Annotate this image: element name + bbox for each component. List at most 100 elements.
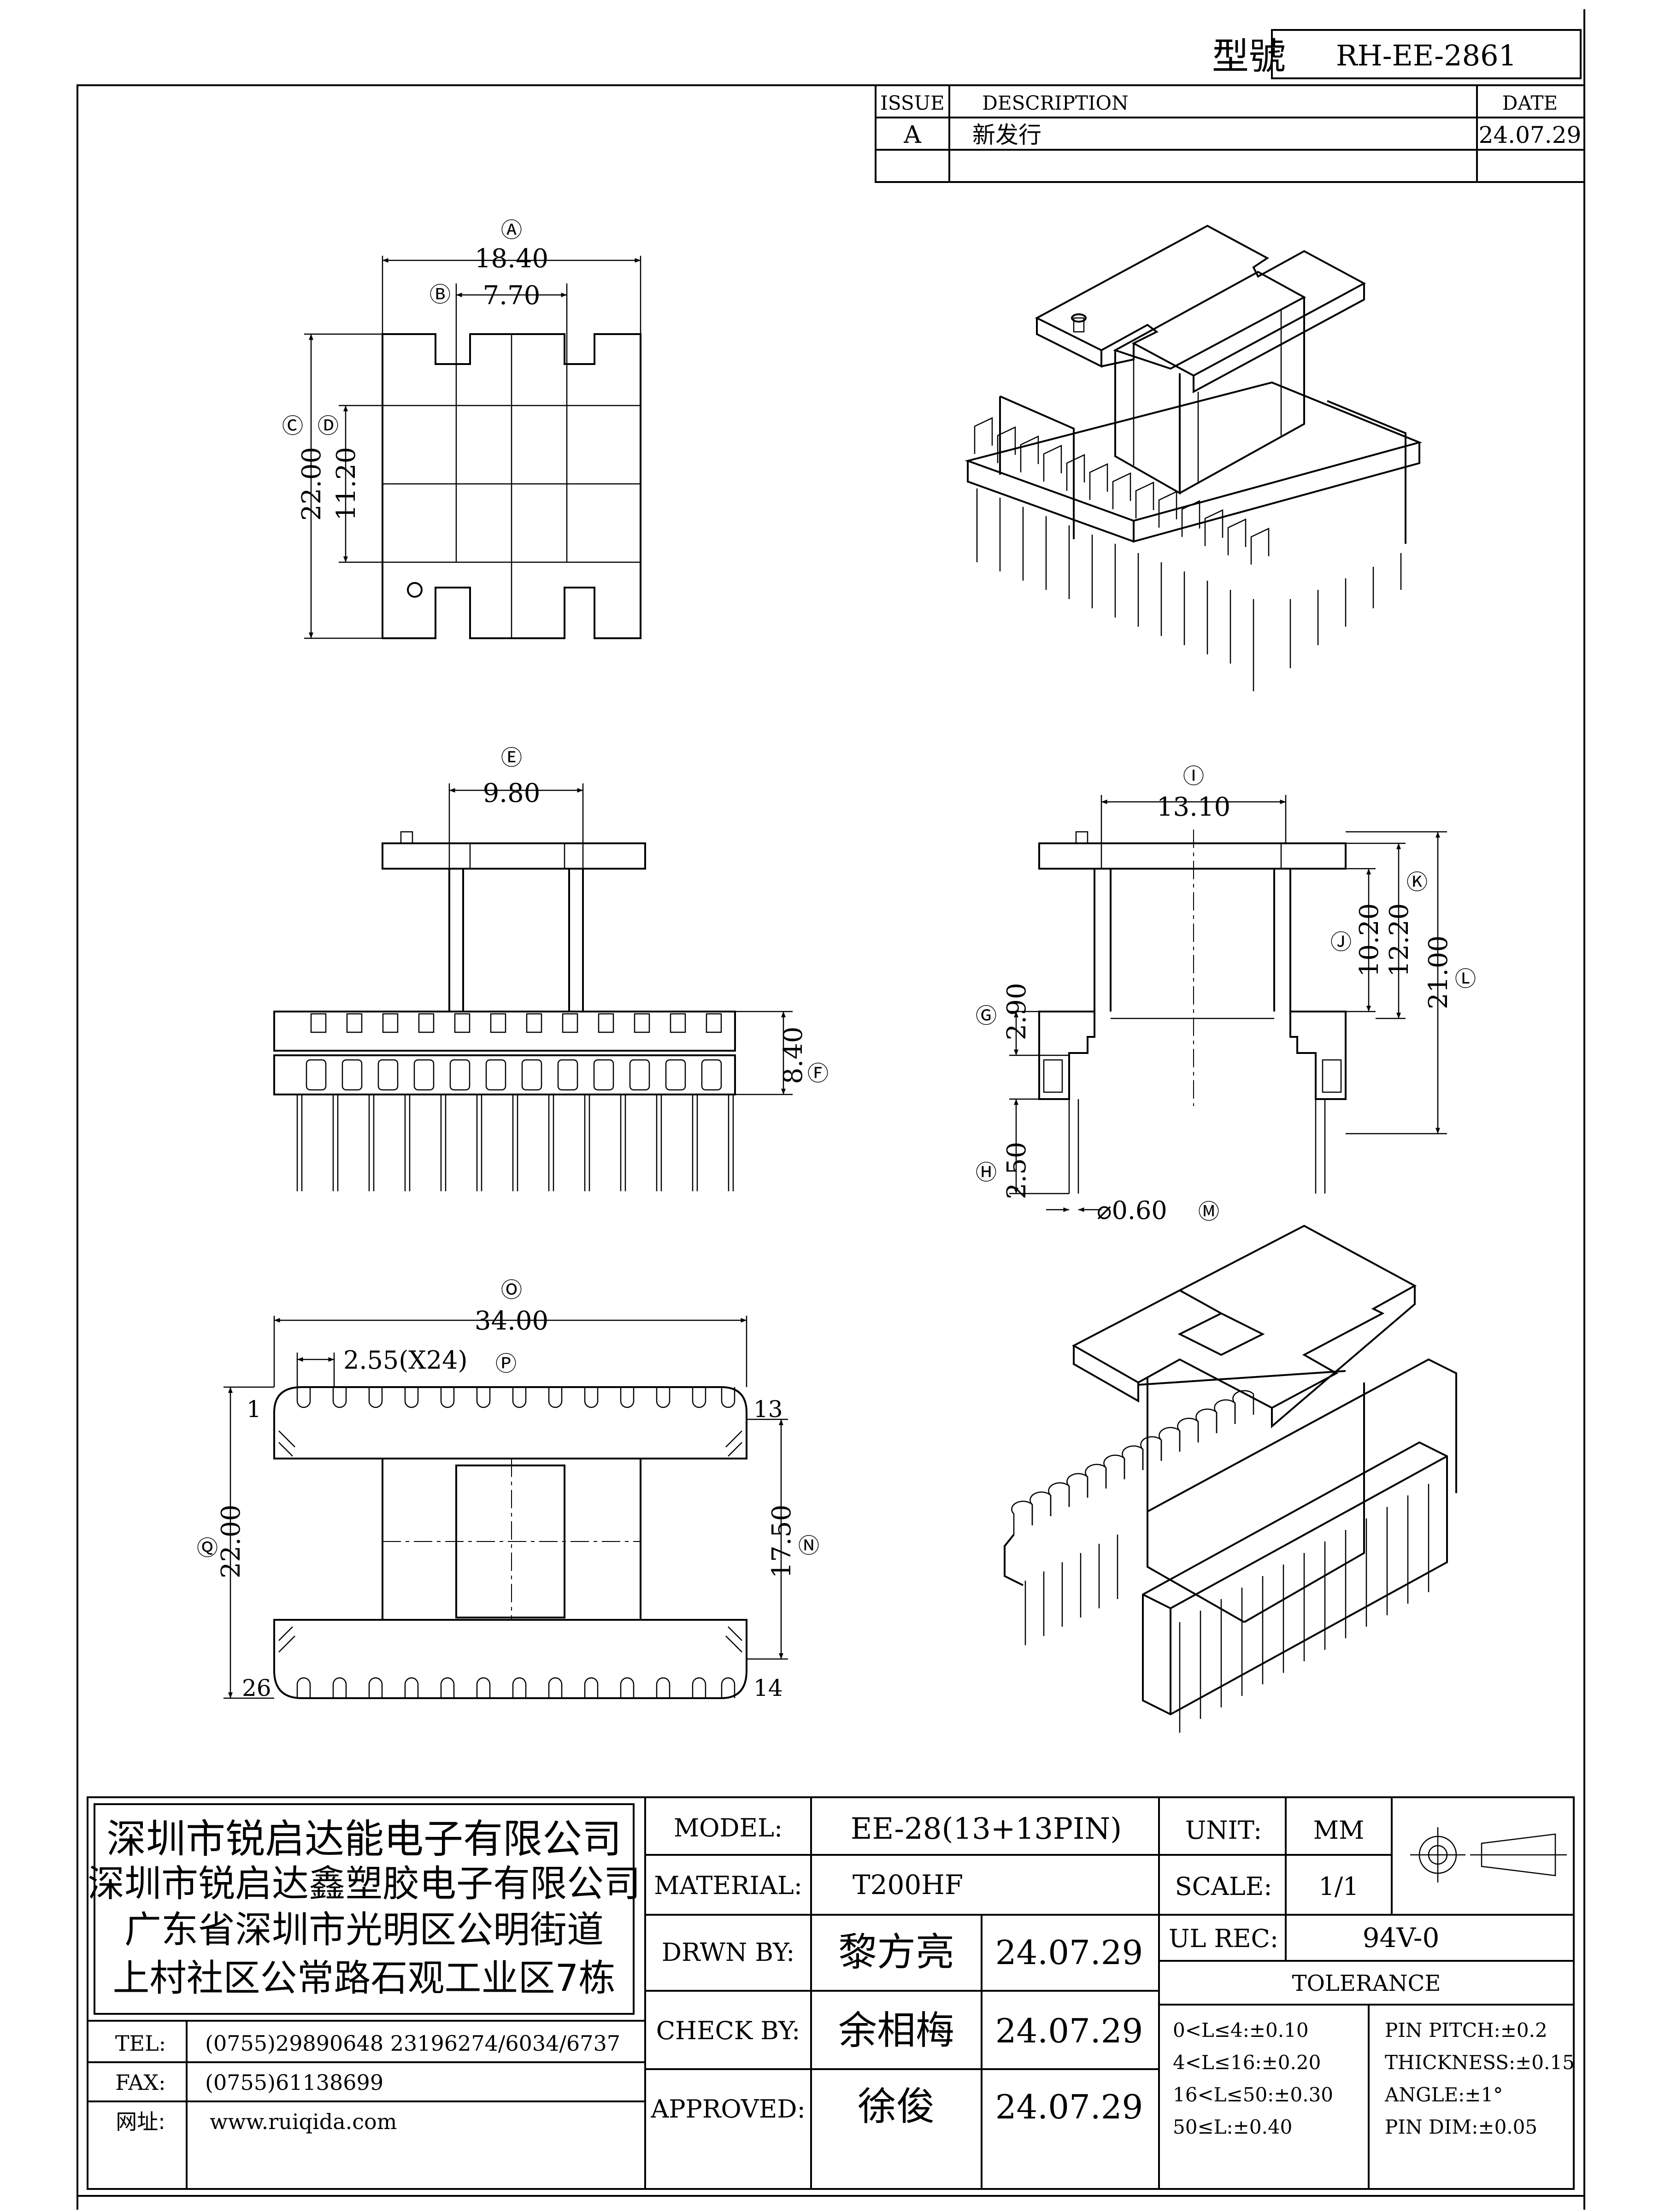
tolerance-right-4: PIN DIM:±0.05 [1385,2116,1537,2138]
approved-name: 徐俊 [858,2084,935,2129]
revision-col-description: DESCRIPTION [982,92,1129,114]
dim-n-value: 17.50 [767,1505,797,1578]
approved-label: APPROVED: [650,2094,806,2124]
dim-k-value: 12.20 [1384,903,1414,977]
header-model-label: 型號 [1212,35,1286,78]
ul-value: 94V-0 [1363,1922,1440,1953]
iso-top-pin-frames [974,417,1270,565]
model-label: MODEL: [674,1813,782,1842]
dim-j-value: 10.20 [1354,903,1384,977]
drawn-name: 黎方亮 [838,1930,954,1975]
fax-label: FAX: [115,2070,165,2095]
dim-d-tag: Ⓓ [318,413,339,438]
dim-p-tag: Ⓟ [495,1351,517,1376]
iso-bottom-pins [1024,1484,1430,1733]
dim-i-value: 13.10 [1157,792,1230,822]
material-label: MATERIAL: [654,1871,802,1900]
pin-label-1: 1 [247,1396,261,1423]
revision-row-description: 新发行 [972,122,1041,148]
unit-value: MM [1313,1816,1365,1845]
dim-e-tag: Ⓔ [501,745,522,770]
dim-p-value: 2.55(X24) [343,1346,468,1375]
dim-b-tag: Ⓑ [429,282,451,307]
tolerance-left-3: 16<L≤50:±0.30 [1173,2083,1333,2106]
revision-table: ISSUE DESCRIPTION DATE A 新发行 24.07.29 [875,84,1585,183]
tel-label: TEL: [115,2031,166,2056]
tolerance-right-3: ANGLE:±1° [1384,2083,1503,2106]
tolerance-left-1: 0<L≤4:±0.10 [1173,2019,1309,2041]
dim-a-tag: Ⓐ [501,218,522,242]
front-view [273,831,736,1191]
dim-i-tag: Ⓘ [1183,764,1204,788]
pin-label-26: 26 [242,1675,271,1701]
front-pins [296,1094,734,1191]
dim-j-tag: Ⓙ [1330,930,1352,954]
iso-bottom-teeth [1011,1390,1254,1535]
front-slots [306,1013,722,1091]
revision-col-date: DATE [1502,92,1558,114]
scale-value: 1/1 [1319,1872,1359,1901]
bottom-view [273,1386,747,1699]
dim-f-value: 8.40 [778,1027,808,1084]
isometric-view-bottom [1004,1224,1457,1733]
dim-l-value: 21.00 [1424,935,1453,1009]
dim-o-tag: Ⓞ [501,1277,522,1302]
fax-value: (0755)61138699 [205,2070,383,2095]
dim-a-value: 18.40 [475,244,548,274]
tolerance-left-2: 4<L≤16:±0.20 [1173,2051,1321,2074]
tolerance-title: TOLERANCE [1292,1971,1441,1996]
web-value: www.ruiqida.com [210,2109,397,2134]
model-value: EE-28(13+13PIN) [851,1812,1122,1846]
revision-row-date: 24.07.29 [1479,122,1582,148]
header-model: 型號 RH-EE-2861 [1212,29,1582,79]
bottom-view-pin-notches [296,1387,735,1698]
projection-symbol-icon [1410,1827,1567,1883]
dim-f-tag: Ⓕ [807,1061,829,1086]
web-label: 网址: [116,2109,165,2134]
pin-label-13: 13 [753,1396,783,1423]
company-name-1: 深圳市锐启达能电子有限公司 [106,1816,622,1862]
dim-q-tag: Ⓠ [197,1535,218,1560]
dim-n-tag: Ⓝ [798,1533,819,1558]
check-label: CHECK BY: [656,2016,800,2045]
company-address-2: 上村社区公常路石观工业区7栋 [113,1957,616,2000]
dimensions: Ⓐ 18.40 Ⓑ 7.70 Ⓒ 22.00 Ⓓ 11.20 Ⓔ 9.80 8.… [197,218,1476,1701]
sheet-frame [76,9,1585,2210]
pin-label-14: 14 [753,1675,783,1701]
dim-c-tag: Ⓒ [282,413,303,438]
dim-e-value: 9.80 [483,778,541,808]
check-date: 24.07.29 [995,2012,1143,2050]
dim-g-value: 2.90 [1002,983,1032,1041]
dim-k-tag: Ⓚ [1406,870,1428,894]
approved-date: 24.07.29 [995,2088,1143,2126]
unit-label: UNIT: [1185,1816,1262,1845]
tolerance-right-2: THICKNESS:±0.15 [1385,2051,1575,2074]
dim-c-value: 22.00 [297,447,327,521]
tel-value: (0755)29890648 23196274/6034/6737 [205,2031,620,2056]
top-view [382,333,641,639]
dim-b-value: 7.70 [483,281,541,311]
dim-g-tag: Ⓖ [976,1003,997,1028]
scale-label: SCALE: [1175,1872,1272,1901]
dim-h-tag: Ⓗ [976,1160,997,1185]
company-address-1: 广东省深圳市光明区公明街道 [124,1908,604,1951]
dim-h-value: 2.50 [1002,1142,1032,1200]
revision-col-issue: ISSUE [880,92,944,114]
ul-label: UL REC: [1169,1924,1278,1953]
dim-m-value: ⌀0.60 [1097,1196,1167,1225]
dim-o-value: 34.00 [475,1306,548,1336]
dim-l-tag: Ⓛ [1455,966,1476,991]
drawn-label: DRWN BY: [662,1938,795,1967]
isometric-view-top [965,224,1423,691]
tolerance-right-1: PIN PITCH:±0.2 [1385,2019,1547,2041]
material-value: T200HF [853,1869,963,1900]
tolerance-left-4: 50≤L:±0.40 [1173,2116,1292,2138]
iso-top-pins [976,488,1402,691]
drawn-date: 24.07.29 [995,1933,1143,1972]
dim-m-tag: Ⓜ [1198,1199,1219,1224]
check-name: 余相梅 [838,2008,954,2053]
title-block: 深圳市锐启达能电子有限公司 深圳市锐启达鑫塑胶电子有限公司 广东省深圳市光明区公… [87,1796,1575,2190]
header-model-value: RH-EE-2861 [1336,39,1517,72]
revision-row-issue: A [903,121,922,149]
